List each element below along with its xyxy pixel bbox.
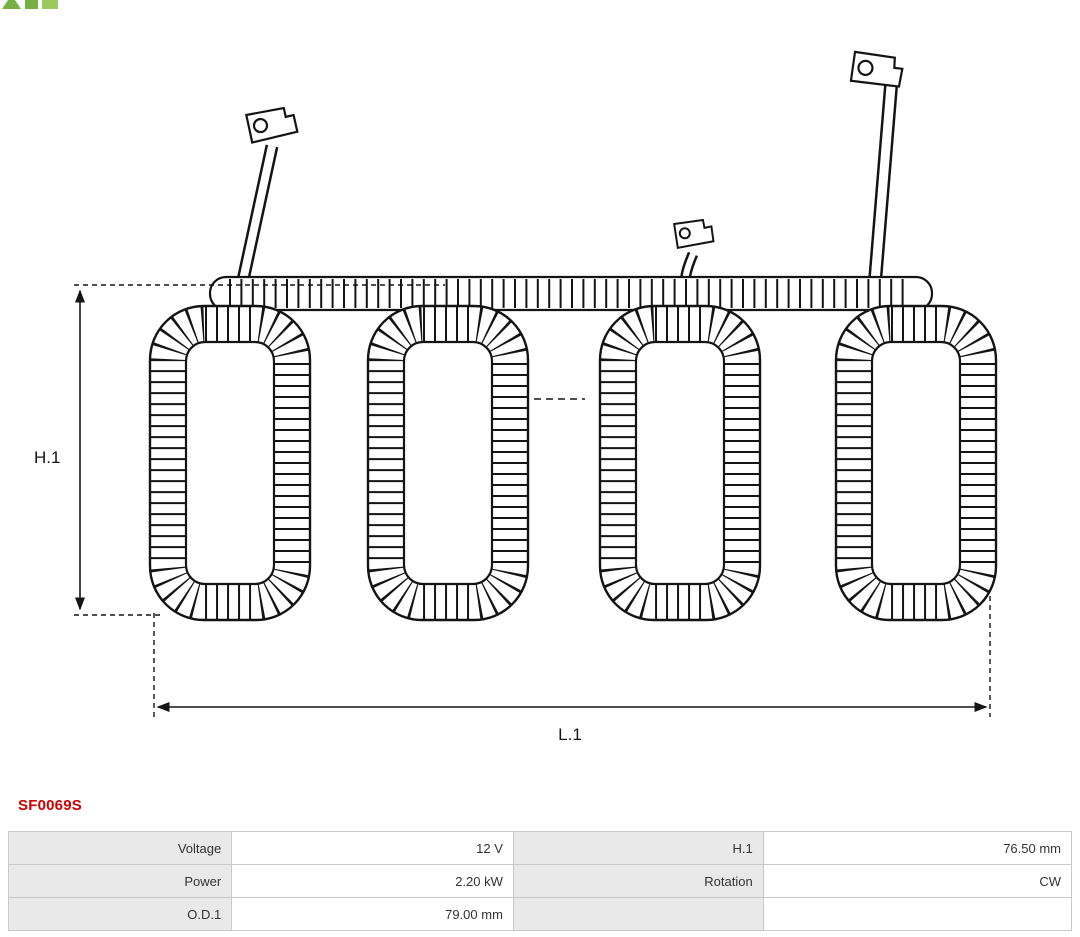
table-row: O.D.1 79.00 mm [7, 897, 1073, 931]
spec-value-power: 2.20 kW [231, 864, 514, 898]
spec-label-voltage: Voltage [7, 831, 233, 865]
dimension-l1-label: L.1 [558, 725, 582, 744]
field-coil-4 [834, 304, 998, 622]
spec-value-h1: 76.50 mm [762, 831, 1073, 865]
terminal-lug-left [245, 106, 299, 144]
table-row: Voltage 12 V H.1 76.50 mm [7, 831, 1073, 865]
spec-label-empty [512, 897, 764, 931]
field-coil-3 [598, 304, 762, 622]
dimension-h1: H.1 [34, 284, 445, 616]
terminal-lug-middle [672, 218, 715, 249]
part-number: SF0069S [18, 797, 82, 814]
spec-label-h1: H.1 [512, 831, 764, 865]
terminal-lug-right [849, 50, 904, 88]
lead-wire-right [867, 85, 898, 295]
lead-wire-left [233, 144, 279, 296]
spec-table: Voltage 12 V H.1 76.50 mm Power 2.20 kW … [7, 831, 1073, 931]
spec-value-rotation: CW [762, 864, 1073, 898]
connector-winding-band [208, 275, 934, 312]
dimension-l1: L.1 [153, 596, 991, 744]
spec-label-rotation: Rotation [512, 864, 764, 898]
spec-label-od1: O.D.1 [7, 897, 233, 931]
spec-label-power: Power [7, 864, 233, 898]
dimension-h1-label: H.1 [34, 448, 60, 467]
field-coil-1 [148, 304, 312, 622]
field-coil-2 [366, 304, 530, 622]
as-pl-logo-fragment [2, 0, 58, 9]
spec-value-voltage: 12 V [231, 831, 514, 865]
table-row: Power 2.20 kW Rotation CW [7, 864, 1073, 898]
spec-value-od1: 79.00 mm [231, 897, 514, 931]
spec-value-empty [762, 897, 1073, 931]
field-coil-diagram: H.1 L.1 [2, 0, 998, 744]
